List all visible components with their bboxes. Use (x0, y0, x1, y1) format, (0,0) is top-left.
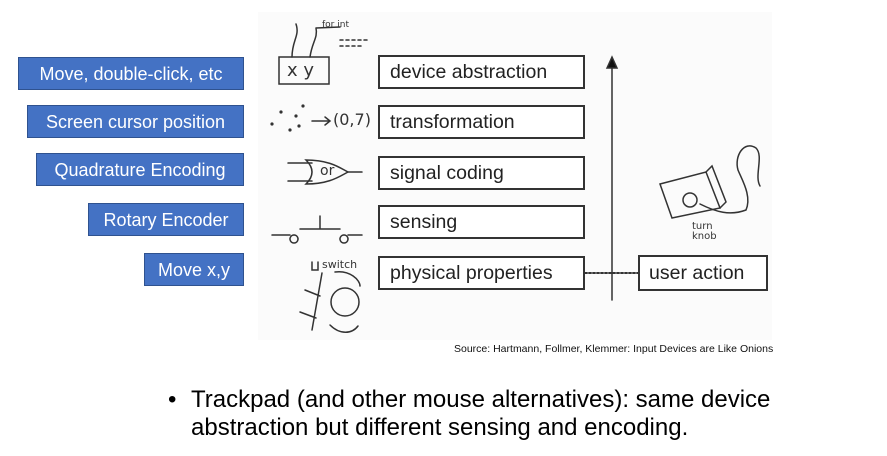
user-action-box: user action (638, 255, 768, 291)
layer-sensing: sensing (378, 205, 585, 239)
layer-physical-properties: physical properties (378, 256, 585, 290)
label-sensing-example: Rotary Encoder (88, 203, 244, 236)
encoder-wheel-sketch (330, 287, 360, 317)
bullet-text: Trackpad (and other mouse alternatives):… (191, 386, 771, 441)
label-physical-example: Move x,y (144, 253, 244, 286)
switch-sketch (271, 215, 363, 244)
knob-device-box (659, 171, 722, 219)
or-sketch-label: or (320, 163, 335, 179)
vertical-axis-arrowhead (605, 55, 619, 69)
hand-cord-sketch (699, 145, 761, 214)
layer-device-abstraction: device abstraction (378, 55, 585, 89)
label-transformation-example: Screen cursor position (27, 105, 244, 138)
xy-wires-sketch (291, 23, 341, 58)
source-citation: Source: Hartmann, Follmer, Klemmer: Inpu… (454, 343, 774, 355)
coord-sketch-label: (0,7) (333, 110, 371, 129)
scatter-dots-sketch (270, 104, 305, 132)
turn-knob-sketch-label: turn knob (692, 221, 717, 242)
label-signal-coding-example: Quadrature Encoding (36, 153, 244, 186)
layer-signal-coding: signal coding (378, 156, 585, 190)
or-gate-inputs (287, 162, 313, 182)
for-int-sketch-label: for int (322, 20, 349, 30)
xy-sketch-label: x y (287, 60, 315, 81)
label-device-abstraction-example: Move, double-click, etc (18, 57, 244, 90)
or-gate-body (304, 159, 350, 185)
layer-transformation: transformation (378, 105, 585, 139)
bullet-marker: • (168, 386, 177, 413)
switch-sketch-label: switch (322, 258, 358, 271)
xy-box-sketch (278, 56, 330, 85)
bullet-point: • Trackpad (and other mouse alternatives… (168, 386, 871, 442)
transform-arrow-sketch (311, 116, 332, 126)
